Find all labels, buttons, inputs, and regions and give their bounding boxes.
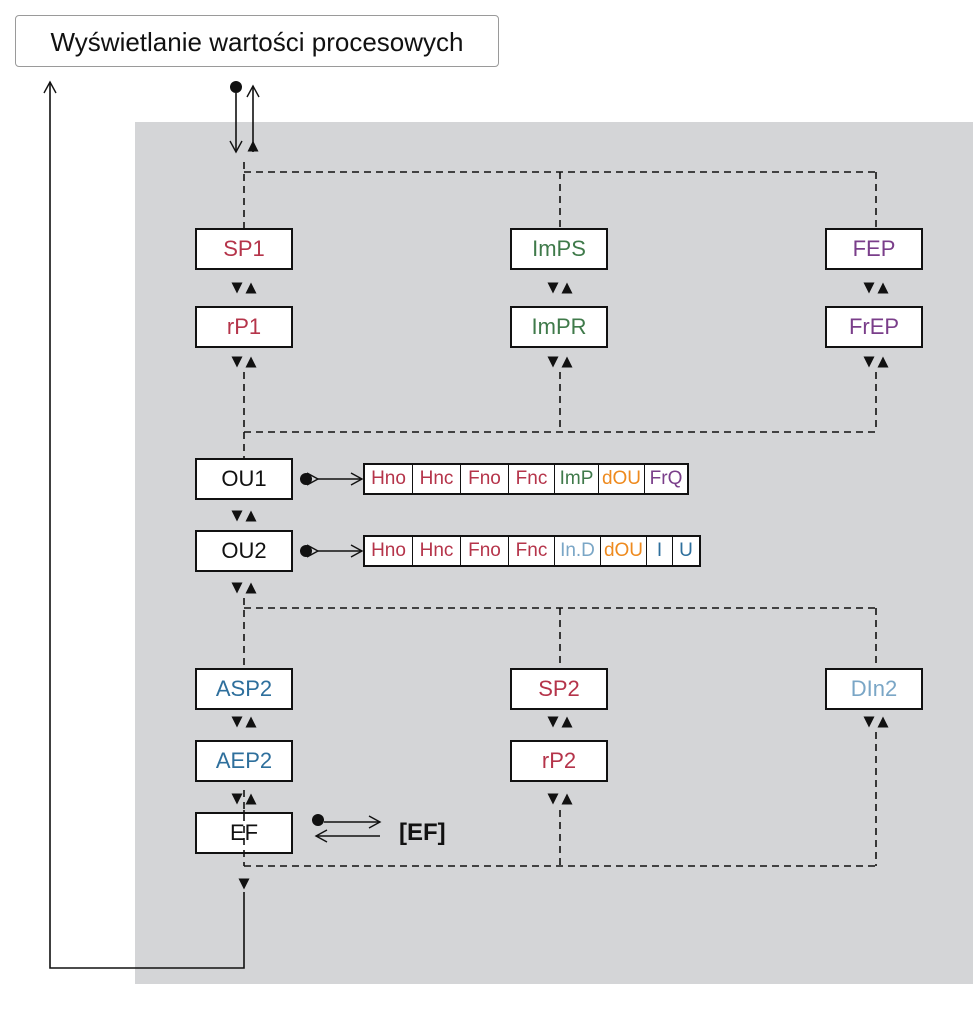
ef-submenu-label[interactable]: [EF]: [399, 819, 446, 846]
ou1-option[interactable]: Fno: [461, 465, 509, 493]
param-fep[interactable]: FEP: [825, 228, 923, 270]
param-din2[interactable]: DIn2: [825, 668, 923, 710]
ou2-option[interactable]: In.D: [555, 537, 601, 565]
param-sp2[interactable]: SP2: [510, 668, 608, 710]
param-rp2[interactable]: rP2: [510, 740, 608, 782]
param-ou1[interactable]: OU1: [195, 458, 293, 500]
ou1-option[interactable]: ImP: [555, 465, 599, 493]
param-rp1[interactable]: rP1: [195, 306, 293, 348]
ou2-option[interactable]: U: [679, 540, 693, 561]
ou2-option[interactable]: Fnc: [509, 537, 555, 565]
ou2-option[interactable]: Fno: [461, 537, 509, 565]
ou1-option[interactable]: Hno: [365, 465, 413, 493]
param-ou2[interactable]: OU2: [195, 530, 293, 572]
ou1-option[interactable]: FrQ: [649, 468, 683, 489]
ou2-option[interactable]: I: [647, 537, 673, 565]
param-sp1[interactable]: SP1: [195, 228, 293, 270]
ou2-option[interactable]: dOU: [601, 537, 647, 565]
process-values-display[interactable]: Wyświetlanie wartości procesowych: [15, 15, 499, 67]
param-impr[interactable]: ImPR: [510, 306, 608, 348]
ou2-option[interactable]: Hnc: [413, 537, 461, 565]
param-asp2[interactable]: ASP2: [195, 668, 293, 710]
param-imps[interactable]: ImPS: [510, 228, 608, 270]
ou1-option[interactable]: dOU: [599, 465, 645, 493]
ou1-option[interactable]: Hnc: [413, 465, 461, 493]
param-ef[interactable]: EF: [195, 812, 293, 854]
param-aep2[interactable]: AEP2: [195, 740, 293, 782]
param-frep[interactable]: FrEP: [825, 306, 923, 348]
ou2-option[interactable]: Hno: [365, 537, 413, 565]
ou1-option[interactable]: Fnc: [509, 465, 555, 493]
